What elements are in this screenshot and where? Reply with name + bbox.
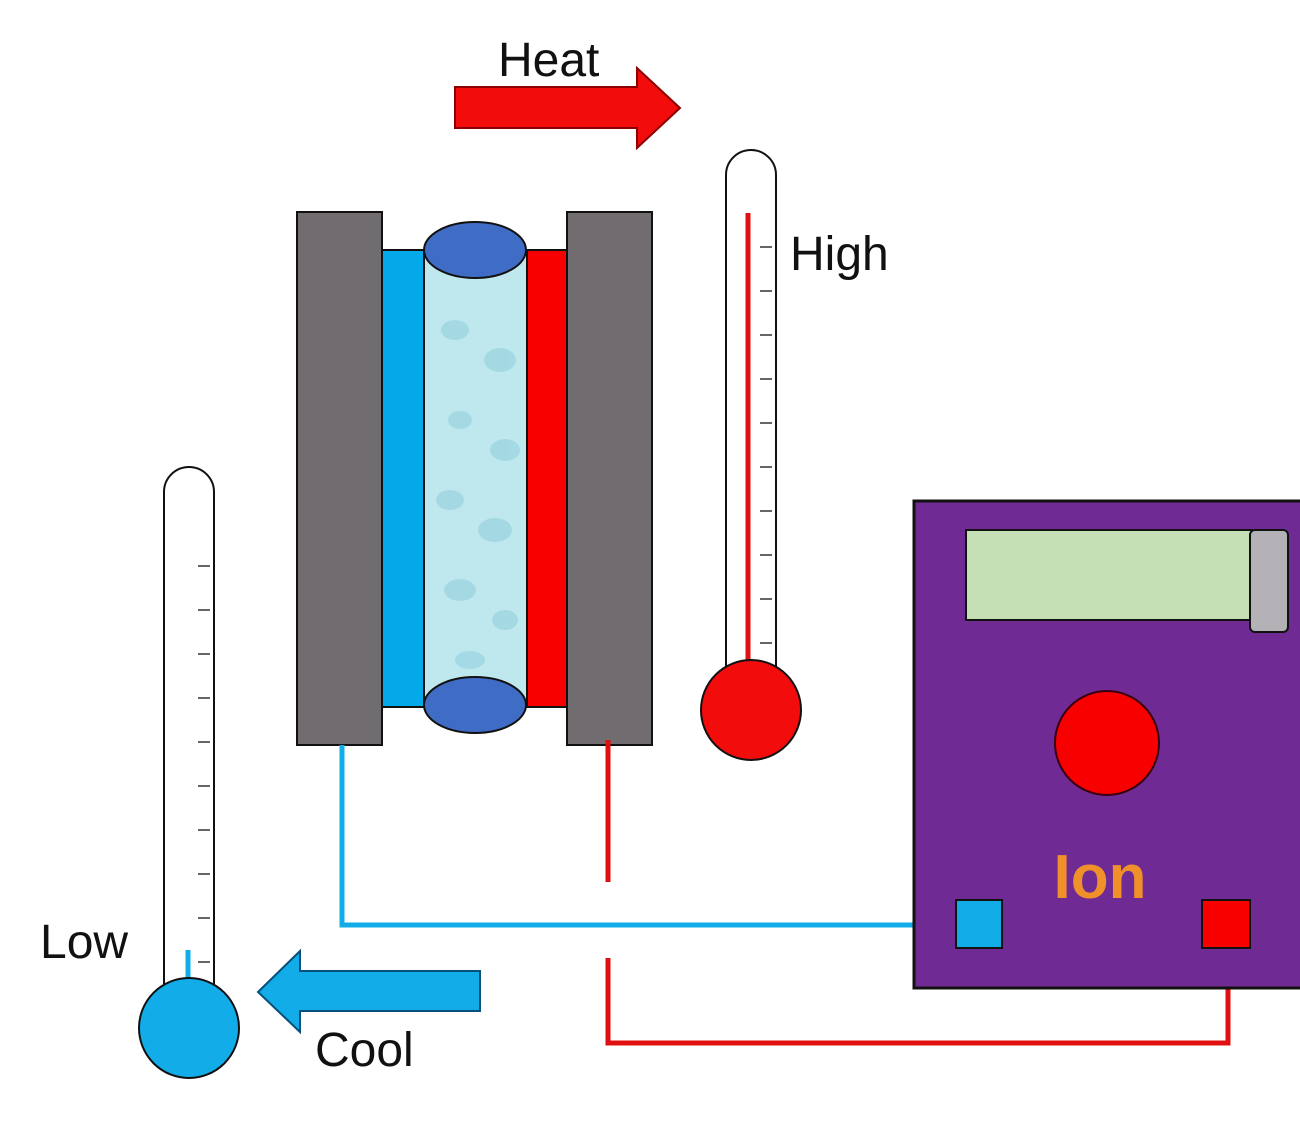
cool-arrow: [256, 948, 481, 1035]
cylinder-bottom-cap: [423, 676, 527, 734]
hot-thermometer: [700, 149, 802, 761]
device-display: [965, 529, 1253, 621]
ion-device: Ion: [912, 499, 1300, 990]
red-terminal: [1201, 899, 1251, 949]
hot-side-strip: [525, 249, 568, 708]
high-label: High: [790, 228, 889, 281]
red-wire-lower: [605, 948, 1231, 1046]
blue-terminal: [955, 899, 1003, 949]
display-side-knob: [1249, 529, 1289, 633]
cold-thermometer: [138, 466, 240, 1079]
low-label: Low: [40, 916, 128, 969]
cold-bulb: [138, 977, 240, 1079]
heat-arrow: [454, 65, 682, 151]
device-label: Ion: [1054, 843, 1147, 912]
blue-wire: [339, 745, 958, 928]
left-plate: [296, 211, 383, 746]
heat-label: Heat: [498, 34, 599, 87]
right-plate: [566, 211, 653, 746]
cylinder-top-cap: [423, 221, 527, 279]
hot-bulb: [700, 659, 802, 761]
device-red-button: [1054, 690, 1160, 796]
cool-label: Cool: [315, 1024, 414, 1077]
cold-side-strip: [381, 249, 427, 708]
water-cylinder: [423, 221, 528, 734]
